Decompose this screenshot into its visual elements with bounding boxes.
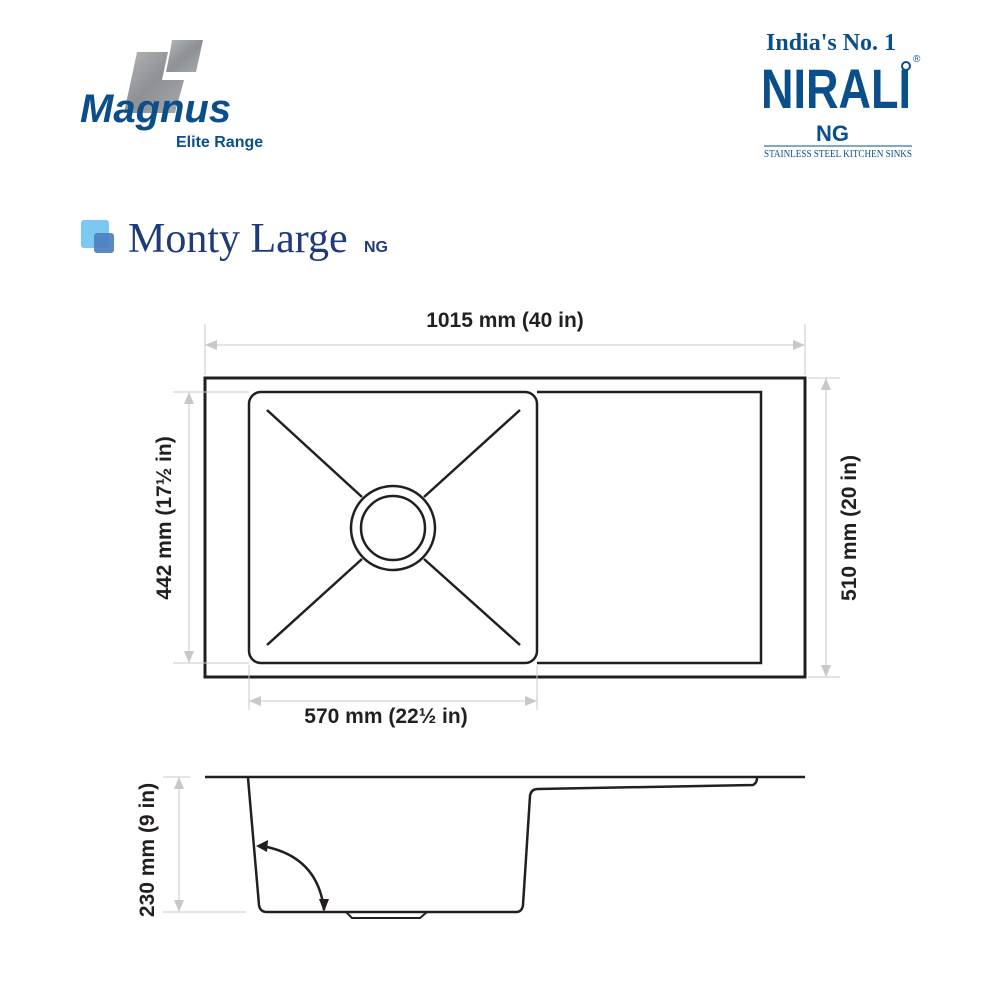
product-name: Monty Large — [128, 216, 348, 262]
magnus-logo: Magnus Elite Range — [80, 40, 263, 151]
arrow-left-icon — [205, 340, 217, 350]
overall-width-label: 1015 mm (40 in) — [426, 309, 584, 332]
drain-inner-ring — [359, 494, 427, 562]
arrow-down-icon — [174, 900, 184, 912]
bowl-width-label: 570 mm (22½ in) — [304, 705, 467, 728]
bowl-depth-label: 230 mm (9 in) — [136, 783, 159, 917]
drain-profile — [345, 911, 428, 919]
arrow-left-icon — [249, 696, 261, 706]
product-suffix: NG — [364, 239, 388, 256]
magnus-logo-mark — [124, 52, 184, 113]
registered-mark: ® — [913, 54, 921, 65]
arrow-down-icon — [319, 899, 329, 912]
magnus-logo-text: Magnus — [80, 87, 231, 131]
nirali-logo: India's No. 1 NIRALI ® NG STAINLESS STEE… — [761, 30, 921, 160]
nirali-logo-text: NIRALI — [761, 57, 911, 120]
sink-outline — [203, 376, 807, 679]
bowl-outline — [247, 390, 539, 665]
overall-depth-dimension — [808, 377, 840, 678]
arrow-right-icon — [525, 696, 537, 706]
star-icon — [901, 61, 911, 71]
product-title: Monty Large NG — [81, 216, 388, 262]
overall-width-dimension — [204, 324, 806, 375]
nirali-tagline: India's No. 1 — [766, 30, 896, 56]
nirali-ng: NG — [816, 121, 849, 146]
magnus-logo-mark-top — [166, 40, 203, 72]
arrow-left-icon — [256, 840, 268, 852]
arrow-up-icon — [174, 777, 184, 789]
arrow-right-icon — [793, 340, 805, 350]
drainboard-outline — [537, 390, 763, 665]
arrow-down-icon — [821, 665, 831, 677]
overall-depth-label: 510 mm (20 in) — [838, 455, 861, 601]
arrow-down-icon — [184, 651, 194, 663]
arrow-up-icon — [184, 392, 194, 404]
arrow-up-icon — [821, 378, 831, 390]
drain-outer-ring — [349, 484, 437, 572]
bowl-slope-lines — [266, 409, 521, 646]
side-view — [205, 775, 805, 919]
bowl-width-dimension — [248, 665, 538, 710]
nirali-footer: STAINLESS STEEL KITCHEN SINKS — [764, 149, 912, 160]
angle-arc — [261, 844, 326, 911]
bowl-length-label: 442 mm (17½ in) — [153, 436, 176, 599]
bowl-depth-dimension — [163, 776, 246, 913]
title-icon-dark — [94, 233, 114, 253]
bowl-length-dimension — [173, 391, 249, 664]
bowl-profile — [246, 777, 759, 914]
magnus-subtitle: Elite Range — [176, 134, 263, 151]
top-view — [203, 376, 807, 679]
